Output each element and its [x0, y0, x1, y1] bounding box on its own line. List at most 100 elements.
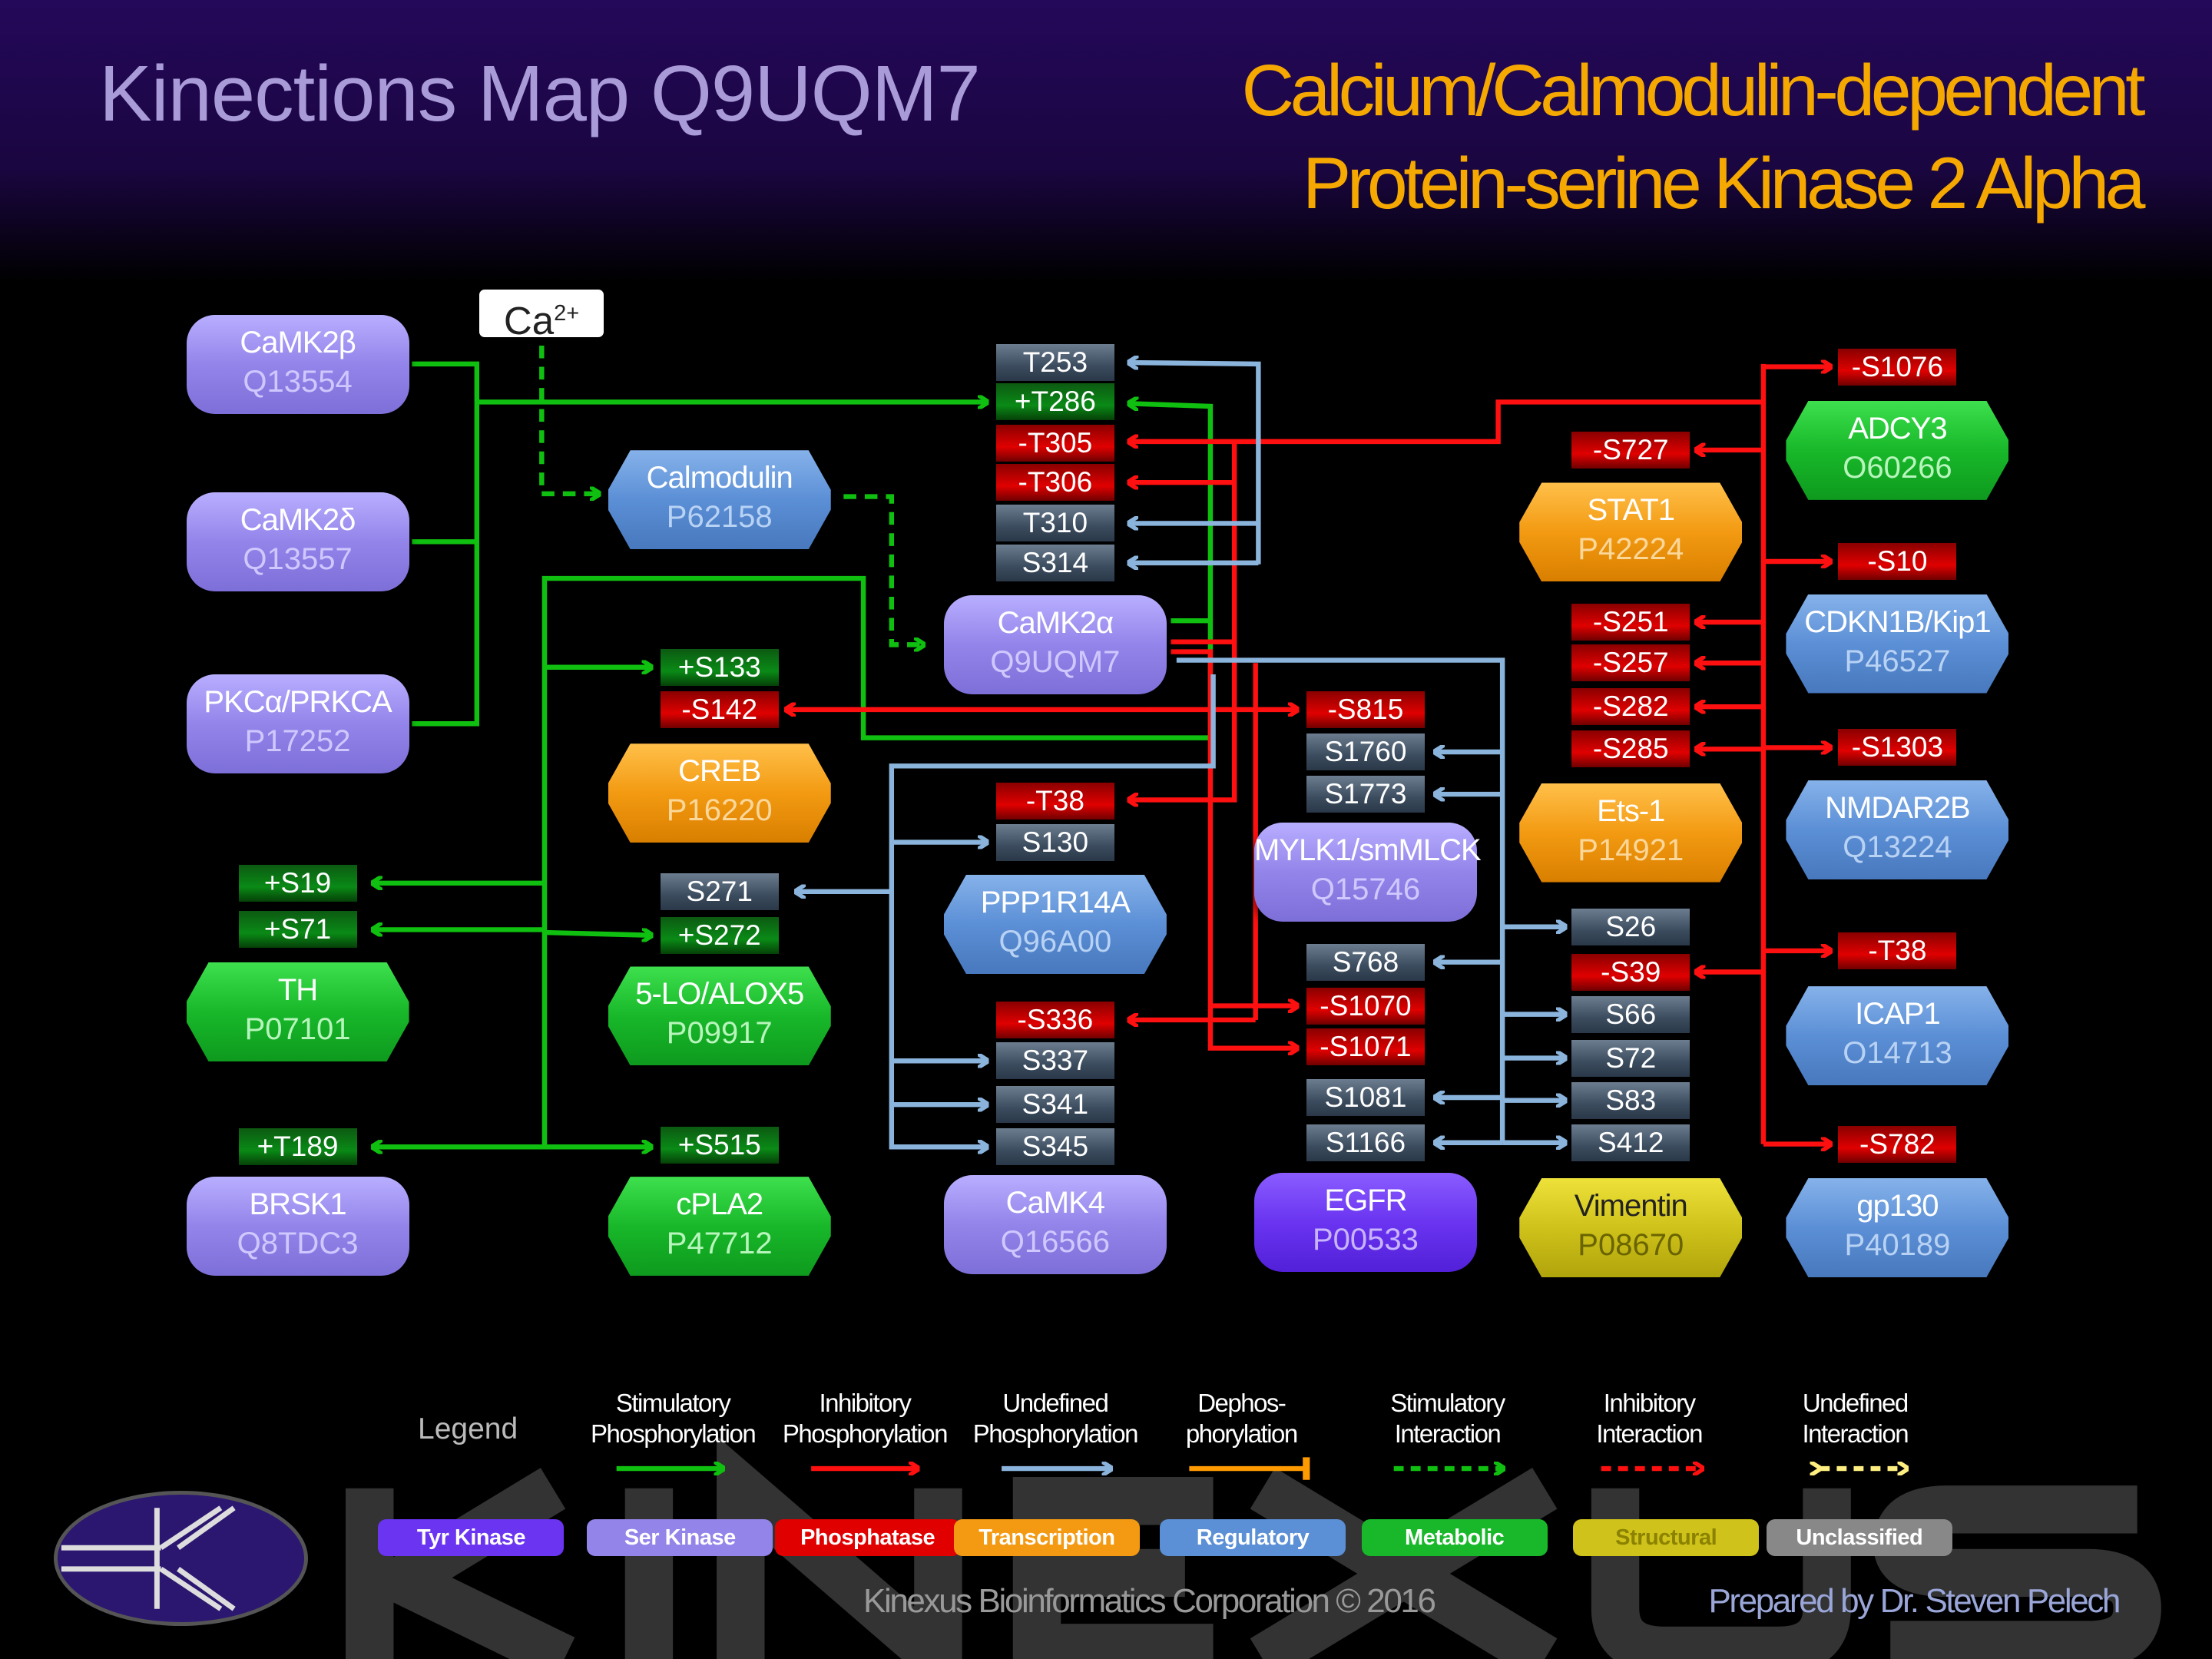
phosphosite-s26[interactable]: S26: [1571, 908, 1690, 945]
phosphosite-s815[interactable]: -S815: [1306, 690, 1425, 728]
phosphosite-s1076[interactable]: -S1076: [1838, 348, 1957, 386]
legend-line2: Interaction: [1394, 1419, 1502, 1448]
phosphosite-s272[interactable]: +S272: [660, 916, 779, 954]
uniprot-id: Q13224: [1843, 830, 1952, 864]
phosphosite-t306[interactable]: -T306: [995, 464, 1114, 502]
phosphosite-s314[interactable]: S314: [995, 544, 1114, 581]
legend-category-metabolic: Metabolic: [1361, 1519, 1548, 1556]
phosphosite-s10[interactable]: -S10: [1838, 543, 1957, 581]
phosphosite-s515[interactable]: +S515: [660, 1127, 779, 1164]
phosphosite-s71[interactable]: +S71: [238, 911, 357, 949]
legend-category-regulatory: Regulatory: [1160, 1519, 1346, 1556]
phosphosite-s271[interactable]: S271: [660, 873, 779, 910]
uniprot-id: P14921: [1578, 833, 1684, 867]
calcium-charge: 2+: [554, 301, 580, 326]
legend-category-unclassified: Unclassified: [1766, 1519, 1952, 1556]
uniprot-id: P46527: [1844, 644, 1951, 678]
phosphosite-s336[interactable]: -S336: [995, 1001, 1114, 1038]
phosphosite-s782[interactable]: -S782: [1838, 1125, 1957, 1163]
legend-line1: Stimulatory: [615, 1389, 731, 1417]
phosphosite-t310[interactable]: T310: [995, 505, 1114, 542]
prepared-by: Prepared by Dr. Steven Pelech: [1708, 1582, 2121, 1620]
protein-name: PPP1R14A: [980, 886, 1131, 920]
phosphosite-s1070[interactable]: -S1070: [1306, 987, 1425, 1025]
phosphosite-s345[interactable]: S345: [995, 1128, 1114, 1166]
protein-name: Vimentin: [1574, 1188, 1688, 1223]
kinexus-k-icon: [61, 1505, 236, 1611]
phosphosite-s19[interactable]: +S19: [238, 864, 357, 902]
phosphosite-t305[interactable]: -T305: [995, 424, 1114, 462]
phosphosite-s727[interactable]: -S727: [1571, 431, 1690, 469]
legend-title: Legend: [418, 1412, 518, 1445]
phosphosite-s72[interactable]: S72: [1571, 1039, 1690, 1077]
phosphosite-s341[interactable]: S341: [995, 1086, 1114, 1124]
phosphosite-s1166[interactable]: S1166: [1306, 1124, 1425, 1161]
protein-node-p07101[interactable]: TH P07101: [186, 962, 409, 1061]
legend-arrow-label: Dephos-phorylation: [1145, 1388, 1337, 1449]
protein-name: cPLA2: [676, 1187, 763, 1222]
uniprot-id: P17252: [244, 724, 351, 759]
phosphosite-s39[interactable]: -S39: [1571, 953, 1690, 991]
protein-full-name: Calcium/Calmodulin-dependent Protein-ser…: [1242, 45, 2146, 230]
phosphosite-s768[interactable]: S768: [1306, 943, 1425, 981]
phosphosite-s1303[interactable]: -S1303: [1838, 729, 1957, 767]
phosphosite-s1081[interactable]: S1081: [1306, 1078, 1425, 1116]
protein-name: CaMK2α: [997, 606, 1114, 641]
uniprot-id: P47712: [666, 1227, 773, 1261]
legend-line1: Inhibitory: [1603, 1389, 1696, 1417]
uniprot-id: Q16566: [1000, 1225, 1111, 1260]
phosphosite-s257[interactable]: -S257: [1571, 644, 1690, 682]
legend-line1: Dephos-: [1197, 1389, 1286, 1417]
phosphosite-s282[interactable]: -S282: [1571, 688, 1690, 726]
phosphosite-s66[interactable]: S66: [1571, 995, 1690, 1033]
phosphosite-t286[interactable]: +T286: [995, 383, 1114, 421]
phosphosite-s1760[interactable]: S1760: [1306, 733, 1425, 770]
phosphosite-t253[interactable]: T253: [995, 344, 1114, 382]
phosphosite-s130[interactable]: S130: [995, 823, 1114, 861]
protein-name: TH: [277, 972, 318, 1007]
phosphosite-s1773[interactable]: S1773: [1306, 776, 1425, 813]
phosphosite-s1071[interactable]: -S1071: [1306, 1028, 1425, 1065]
protein-name: ADCY3: [1848, 411, 1947, 445]
legend-line1: Undefined: [1802, 1389, 1909, 1417]
uniprot-id: P08670: [1578, 1227, 1684, 1262]
legend-line2: Phosphorylation: [972, 1419, 1139, 1448]
uniprot-id: P00533: [1312, 1222, 1419, 1257]
phosphosite-s142[interactable]: -S142: [660, 690, 779, 728]
phosphosite-t189[interactable]: +T189: [238, 1128, 357, 1166]
uniprot-id: P07101: [244, 1012, 351, 1046]
uniprot-id: Q8TDC3: [237, 1227, 359, 1261]
legend-line1: Inhibitory: [819, 1389, 911, 1417]
phosphosite-s412[interactable]: S412: [1571, 1124, 1690, 1161]
phosphosite-t38[interactable]: -T38: [1838, 932, 1957, 969]
legend-category-tyr-kinase: Tyr Kinase: [378, 1519, 565, 1556]
phosphosite-t38[interactable]: -T38: [995, 783, 1114, 820]
phosphosite-s133[interactable]: +S133: [660, 648, 779, 686]
phosphosite-s285[interactable]: -S285: [1571, 730, 1690, 768]
phosphosite-s337[interactable]: S337: [995, 1042, 1114, 1080]
phosphosite-s251[interactable]: -S251: [1571, 604, 1690, 641]
phosphosite-s83[interactable]: S83: [1571, 1081, 1690, 1119]
